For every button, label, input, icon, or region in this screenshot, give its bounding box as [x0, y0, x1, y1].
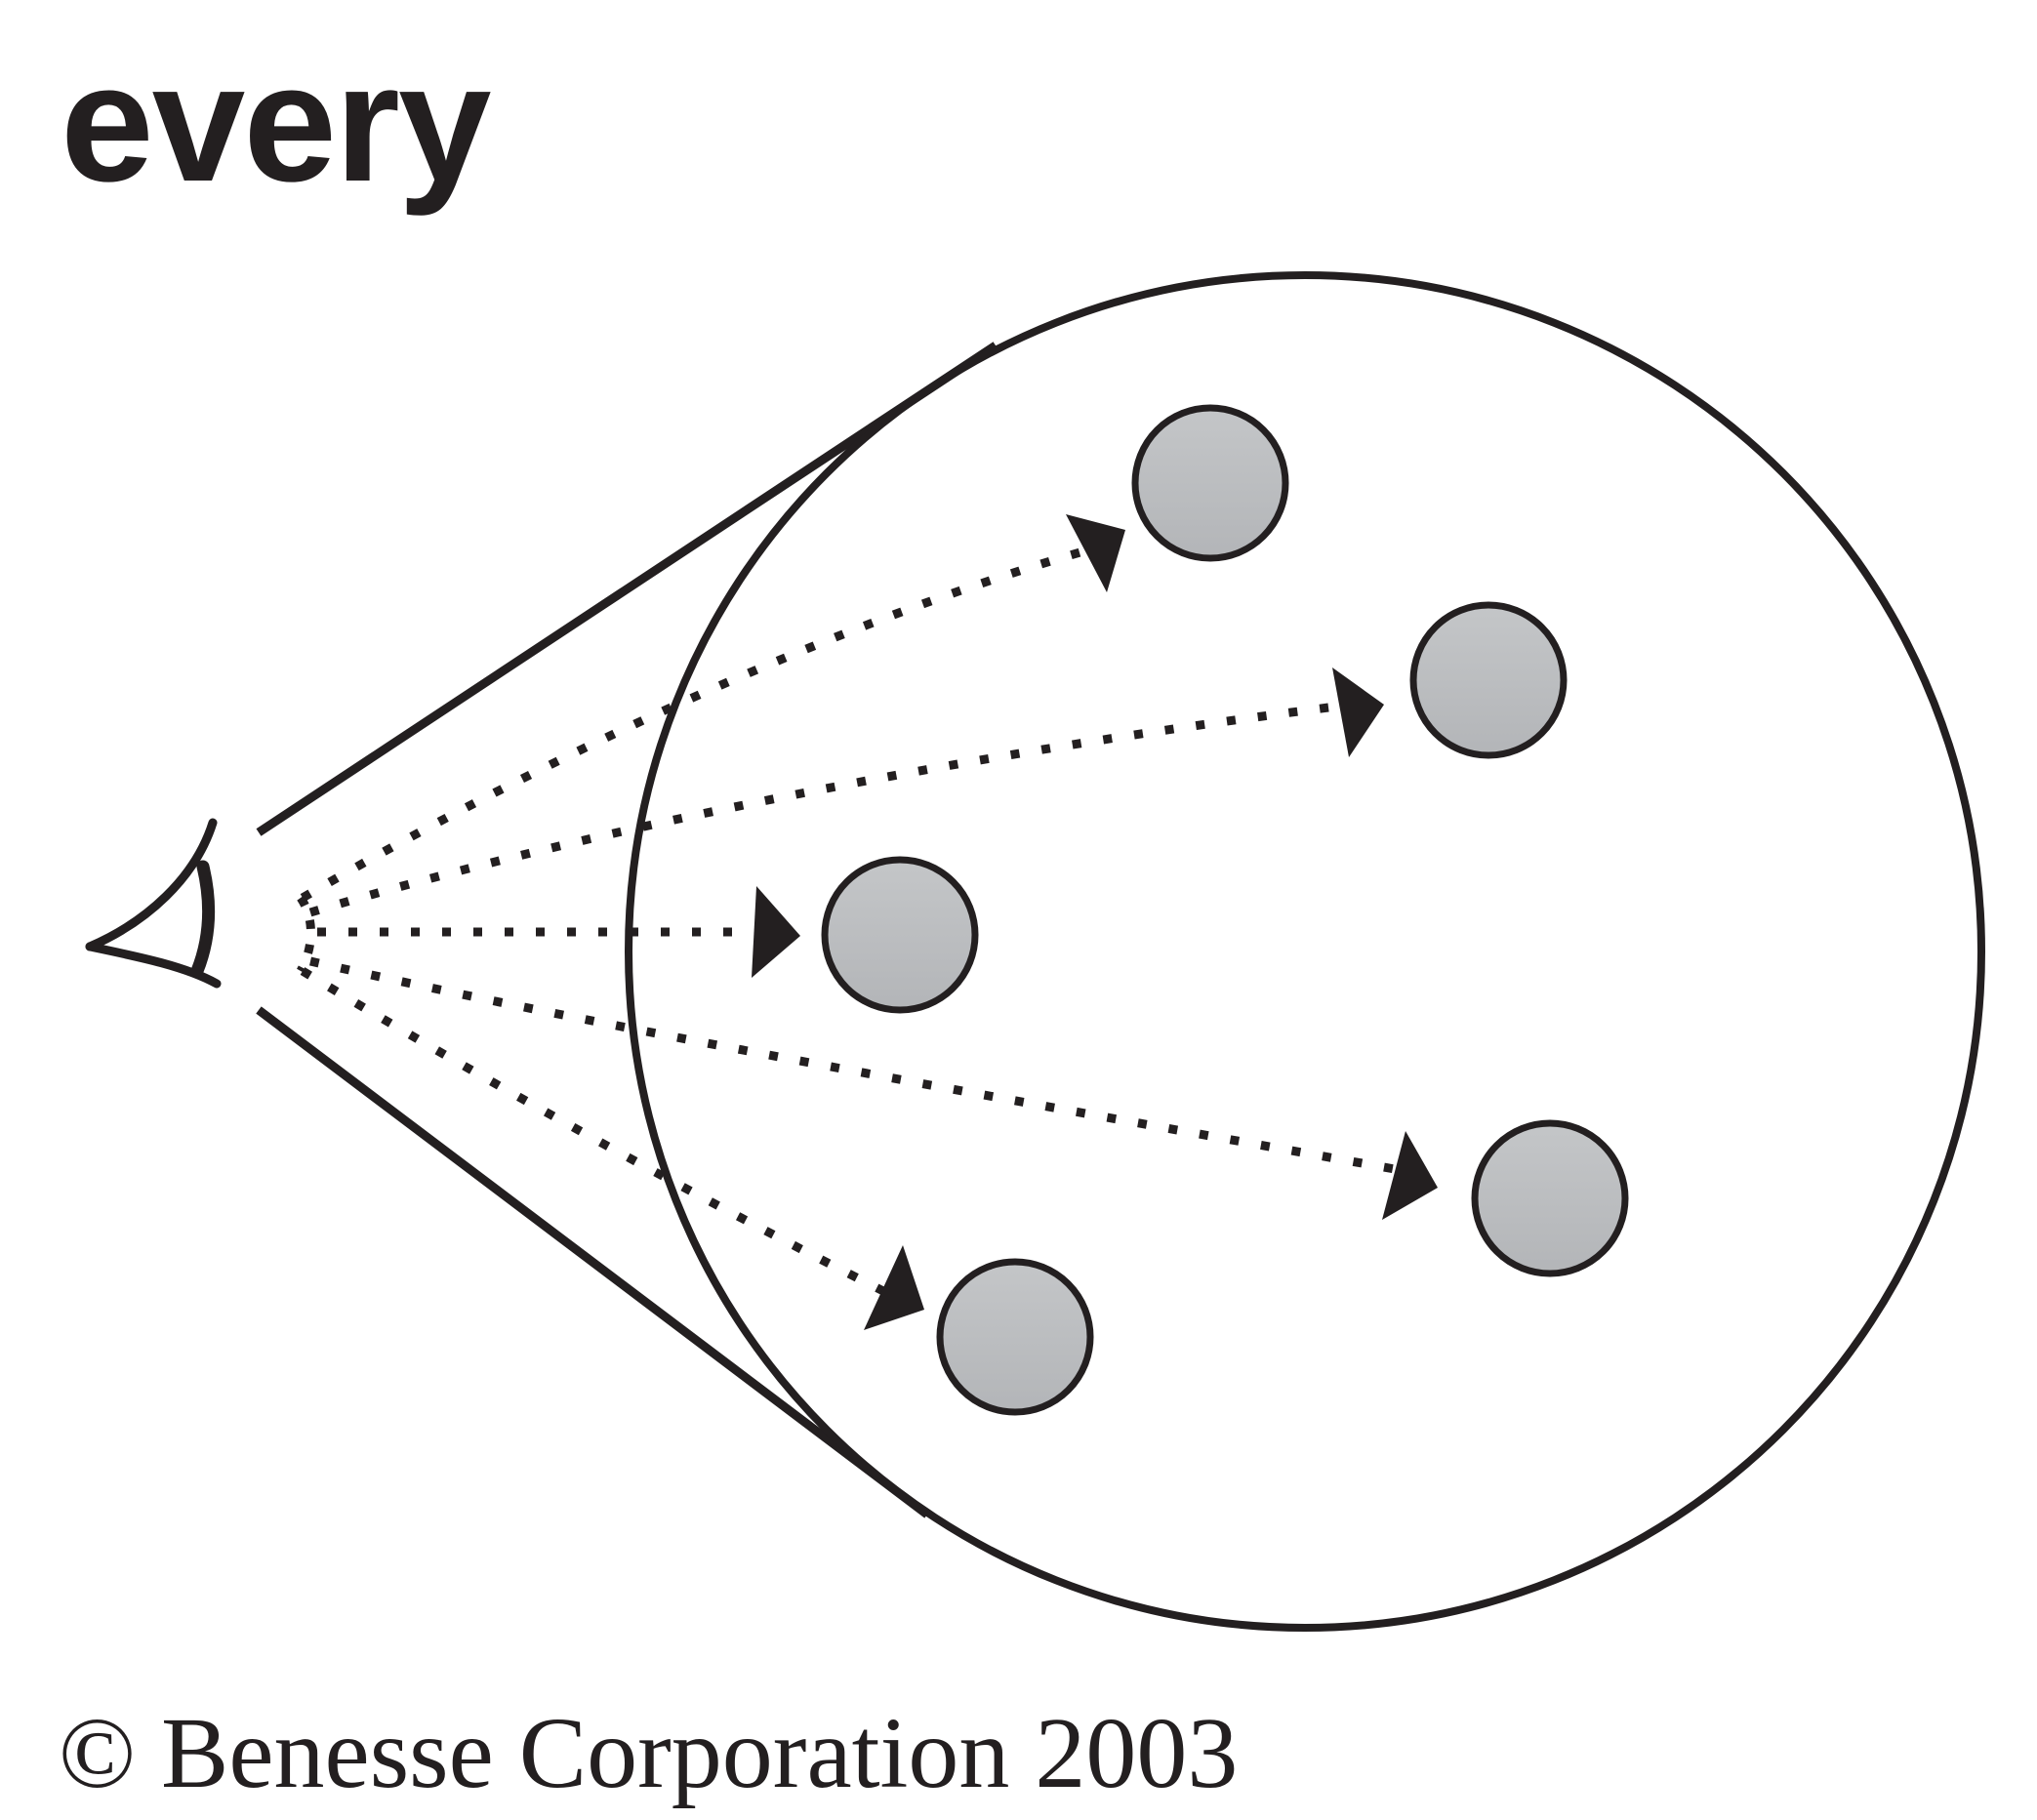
eye-icon	[85, 818, 222, 989]
arrow-head-4	[1382, 1131, 1438, 1220]
dotted-arrow-5	[300, 967, 886, 1296]
member-dots	[821, 404, 1629, 1416]
gaze-origin-arc	[297, 895, 315, 974]
gray-dot-3	[821, 856, 979, 1014]
copyright-notice: © Benesse Corporation 2003	[59, 1697, 1239, 1809]
arrow-heads	[752, 514, 1438, 1330]
large-circle	[625, 271, 1985, 1632]
dotted-arrow-4	[308, 956, 1406, 1176]
gray-dot-1	[1131, 404, 1289, 562]
arrow-head-2	[1332, 667, 1384, 757]
arrow-head-1	[1066, 514, 1125, 592]
gray-dot-5	[936, 1258, 1094, 1416]
gray-dot-2	[1409, 601, 1568, 759]
arrow-head-5	[864, 1245, 924, 1330]
arrow-head-3	[752, 886, 800, 978]
dotted-arrows	[300, 546, 1406, 1296]
gray-dot-4	[1471, 1119, 1629, 1277]
word-title: every	[61, 29, 492, 217]
dotted-arrow-2	[308, 700, 1353, 917]
view-cone-lower-line	[256, 1006, 930, 1518]
